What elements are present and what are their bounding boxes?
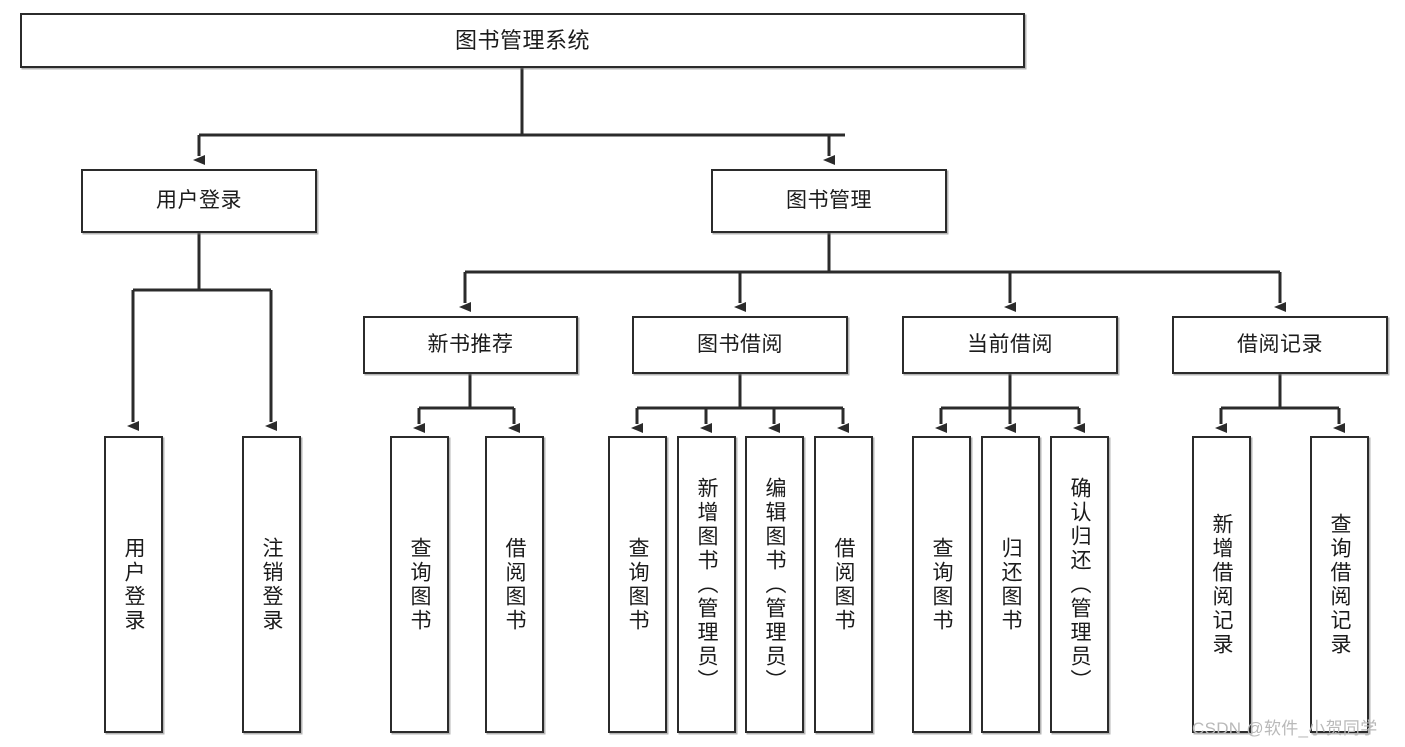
node-leaf-borrow-book-1-label: 借阅图书 [503, 536, 526, 633]
node-root[interactable]: 图书管理系统 [20, 13, 1025, 68]
node-leaf-confirm-return[interactable]: 确认归还（管理员） [1050, 436, 1109, 733]
node-leaf-logout-label: 注销登录 [260, 536, 283, 633]
node-leaf-query-book-3-label: 查询图书 [930, 536, 953, 633]
node-book-borrow[interactable]: 图书借阅 [632, 316, 848, 374]
node-leaf-borrow-book-1[interactable]: 借阅图书 [485, 436, 544, 733]
node-leaf-return-book[interactable]: 归还图书 [981, 436, 1040, 733]
node-leaf-user-login[interactable]: 用户登录 [104, 436, 163, 733]
node-new-book-recommend[interactable]: 新书推荐 [363, 316, 578, 374]
node-user-login-label: 用户登录 [156, 188, 242, 212]
node-borrow-record-label: 借阅记录 [1237, 332, 1323, 356]
node-book-manage[interactable]: 图书管理 [711, 169, 947, 233]
node-leaf-add-book-label: 新增图书（管理员） [695, 476, 718, 693]
node-leaf-logout[interactable]: 注销登录 [242, 436, 301, 733]
watermark-text: CSDN @软件_小贺同学 [1192, 719, 1378, 738]
node-leaf-return-book-label: 归还图书 [999, 536, 1022, 633]
node-user-login[interactable]: 用户登录 [81, 169, 317, 233]
node-leaf-confirm-return-label: 确认归还（管理员） [1068, 476, 1091, 693]
node-leaf-query-book-2-label: 查询图书 [626, 536, 649, 633]
node-leaf-edit-book-label: 编辑图书（管理员） [763, 476, 786, 693]
node-current-borrow[interactable]: 当前借阅 [902, 316, 1118, 374]
node-leaf-query-book-1[interactable]: 查询图书 [390, 436, 449, 733]
node-leaf-query-book-2[interactable]: 查询图书 [608, 436, 667, 733]
node-book-borrow-label: 图书借阅 [697, 332, 783, 356]
node-leaf-query-book-3[interactable]: 查询图书 [912, 436, 971, 733]
node-borrow-record[interactable]: 借阅记录 [1172, 316, 1388, 374]
node-leaf-user-login-label: 用户登录 [122, 536, 145, 633]
node-leaf-add-borrow-record-label: 新增借阅记录 [1210, 512, 1233, 657]
node-leaf-borrow-book-2[interactable]: 借阅图书 [814, 436, 873, 733]
node-leaf-add-book[interactable]: 新增图书（管理员） [677, 436, 736, 733]
node-leaf-add-borrow-record[interactable]: 新增借阅记录 [1192, 436, 1251, 733]
node-leaf-query-book-1-label: 查询图书 [408, 536, 431, 633]
node-root-label: 图书管理系统 [454, 27, 590, 53]
node-leaf-edit-book[interactable]: 编辑图书（管理员） [745, 436, 804, 733]
node-leaf-borrow-book-2-label: 借阅图书 [832, 536, 855, 633]
node-current-borrow-label: 当前借阅 [967, 332, 1053, 356]
node-new-book-recommend-label: 新书推荐 [427, 332, 514, 356]
node-leaf-query-borrow-record-label: 查询借阅记录 [1328, 512, 1351, 657]
node-book-manage-label: 图书管理 [786, 188, 872, 212]
node-leaf-query-borrow-record[interactable]: 查询借阅记录 [1310, 436, 1369, 733]
